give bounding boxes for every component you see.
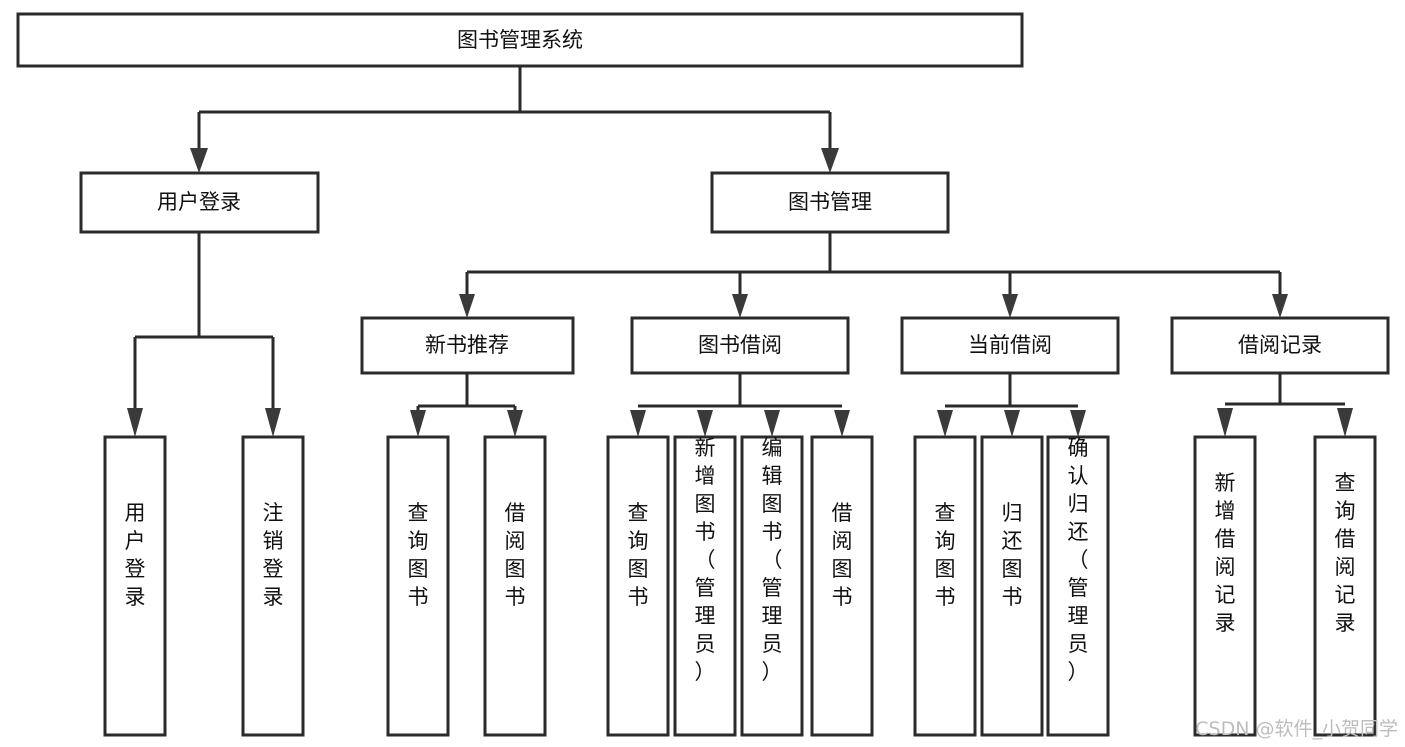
arrow-head-book-manage — [821, 148, 839, 173]
leaf-box[interactable] — [241, 435, 305, 737]
leaf-box[interactable] — [386, 435, 450, 737]
leaf-node[interactable]: 查询借阅记录 — [1313, 435, 1377, 737]
leaf-label: 借阅图书 — [505, 501, 526, 609]
arrow-head-leaf-query-book-3 — [937, 410, 953, 437]
leaf-box[interactable] — [1313, 435, 1377, 737]
node-borrow-record-box[interactable] — [1170, 316, 1390, 375]
leaf-label: 查询借阅记录 — [1335, 471, 1356, 635]
leaf-label: 编辑图书（管理员） — [762, 436, 783, 684]
leaf-box[interactable] — [606, 435, 670, 737]
leaf-node[interactable]: 查询图书 — [913, 435, 977, 737]
csdn-watermark: CSDN @软件_小贺同学 — [1195, 718, 1398, 740]
node-book-borrow-label: 图书借阅 — [698, 333, 782, 357]
leaf-label: 新增图书（管理员） — [695, 436, 716, 684]
arrow-head-current-borrow — [1002, 294, 1018, 318]
node-book-manage-box[interactable] — [710, 171, 950, 234]
leaf-node[interactable]: 注销登录 — [241, 435, 305, 737]
node-root-label: 图书管理系统 — [457, 28, 583, 52]
leaf-label: 新增借阅记录 — [1215, 471, 1236, 635]
leaf-node[interactable]: 新增借阅记录 — [1193, 435, 1257, 737]
connector-layer — [127, 66, 1353, 437]
leaf-label: 归还图书 — [1002, 501, 1023, 609]
leaf-box[interactable] — [103, 435, 167, 737]
arrow-head-leaf-borrow-book-2 — [834, 410, 850, 437]
node-book-borrow[interactable]: 图书借阅 — [630, 316, 850, 375]
leaf-node[interactable]: 借阅图书 — [483, 435, 547, 737]
leaf-node[interactable]: 查询图书 — [386, 435, 450, 737]
leaf-box[interactable] — [483, 435, 547, 737]
node-user-login[interactable]: 用户登录 — [79, 171, 320, 234]
leaf-box[interactable] — [913, 435, 977, 737]
node-new-book-rec-box[interactable] — [360, 316, 575, 375]
node-current-borrow[interactable]: 当前借阅 — [900, 316, 1120, 375]
node-book-manage-label: 图书管理 — [788, 190, 872, 214]
arrow-head-leaf-add-book — [697, 410, 713, 437]
leaf-label: 查询图书 — [935, 501, 956, 609]
node-user-login-box[interactable] — [79, 171, 320, 234]
arrow-head-leaf-confirm-return — [1070, 410, 1086, 437]
node-new-book-rec-label: 新书推荐 — [425, 333, 509, 357]
leaf-label: 确认归还（管理员） — [1068, 436, 1089, 684]
arrow-head-book-borrow — [732, 294, 748, 318]
leaf-box[interactable] — [810, 435, 874, 737]
node-borrow-record-label: 借阅记录 — [1238, 333, 1322, 357]
leaf-box[interactable] — [740, 435, 804, 737]
node-user-login-label: 用户登录 — [157, 190, 241, 214]
arrow-head-leaf-add-record — [1217, 408, 1233, 437]
node-root-box[interactable] — [16, 12, 1024, 68]
arrow-head-leaf-edit-book — [764, 410, 780, 437]
arrow-head-leaf-borrow-book-1 — [507, 410, 523, 437]
leaf-label: 注销登录 — [263, 501, 284, 609]
node-current-borrow-label: 当前借阅 — [968, 333, 1052, 357]
leaf-node[interactable]: 查询图书 — [606, 435, 670, 737]
arrow-head-leaf-user-login — [127, 408, 143, 437]
leaf-box[interactable] — [673, 435, 737, 737]
leaf-node[interactable]: 编辑图书（管理员） — [740, 435, 804, 737]
node-book-manage[interactable]: 图书管理 — [710, 171, 950, 234]
arrow-head-leaf-query-book-1 — [410, 410, 426, 437]
leaf-label: 查询图书 — [628, 501, 649, 609]
arrow-head-user-login — [190, 148, 208, 173]
node-borrow-record[interactable]: 借阅记录 — [1170, 316, 1390, 375]
arrow-head-leaf-user-logout — [265, 408, 281, 437]
node-new-book-rec[interactable]: 新书推荐 — [360, 316, 575, 375]
node-current-borrow-box[interactable] — [900, 316, 1120, 375]
leaf-label: 用户登录 — [125, 501, 146, 609]
node-book-borrow-box[interactable] — [630, 316, 850, 375]
arrow-head-leaf-return-book — [1004, 410, 1020, 437]
leaf-node[interactable]: 归还图书 — [980, 435, 1044, 737]
leaf-node[interactable]: 新增图书（管理员） — [673, 435, 737, 737]
leaf-label: 查询图书 — [408, 501, 429, 609]
leaf-box[interactable] — [1193, 435, 1257, 737]
arrow-head-borrow-record — [1272, 294, 1288, 318]
arrow-head-leaf-query-record — [1337, 408, 1353, 437]
arrow-head-new-book-rec — [459, 294, 475, 318]
leaf-node[interactable]: 用户登录 — [103, 435, 167, 737]
leaf-box[interactable] — [980, 435, 1044, 737]
arrow-head-leaf-query-book-2 — [630, 410, 646, 437]
leaf-node[interactable]: 借阅图书 — [810, 435, 874, 737]
leaf-node[interactable]: 确认归还（管理员） — [1046, 435, 1110, 737]
node-root[interactable]: 图书管理系统 — [16, 12, 1024, 68]
leaf-label: 借阅图书 — [832, 501, 853, 609]
leaf-box[interactable] — [1046, 435, 1110, 737]
